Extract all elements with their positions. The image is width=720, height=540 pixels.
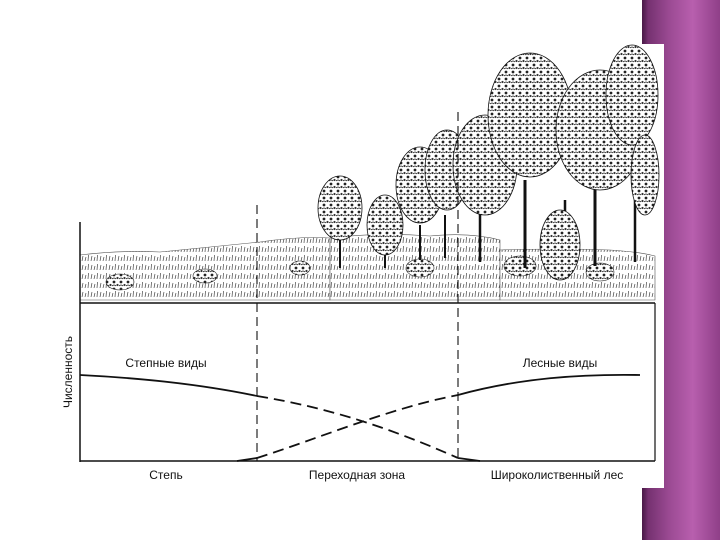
steppe-species-curve-tail [457, 457, 481, 462]
curve-label-steppe-species: Степные виды [125, 356, 206, 370]
steppe-species-curve-dashed [256, 395, 459, 459]
forest-species-curve-start [236, 457, 258, 462]
curve-label-forest-species: Лесные виды [523, 356, 598, 370]
forest-species-curve-dashed [256, 394, 459, 459]
zone-label-broadleaf-forest: Широколиственный лес [491, 468, 624, 482]
zone-label-steppe: Степь [149, 468, 182, 482]
trees [317, 44, 660, 281]
y-axis-label: Численность [61, 336, 75, 408]
forest-species-curve-solid [457, 373, 641, 396]
zone-label-transition: Переходная зона [309, 468, 405, 482]
steppe-species-curve-solid [79, 374, 258, 397]
landscape-illustration [79, 44, 660, 301]
shrubs [105, 255, 615, 291]
